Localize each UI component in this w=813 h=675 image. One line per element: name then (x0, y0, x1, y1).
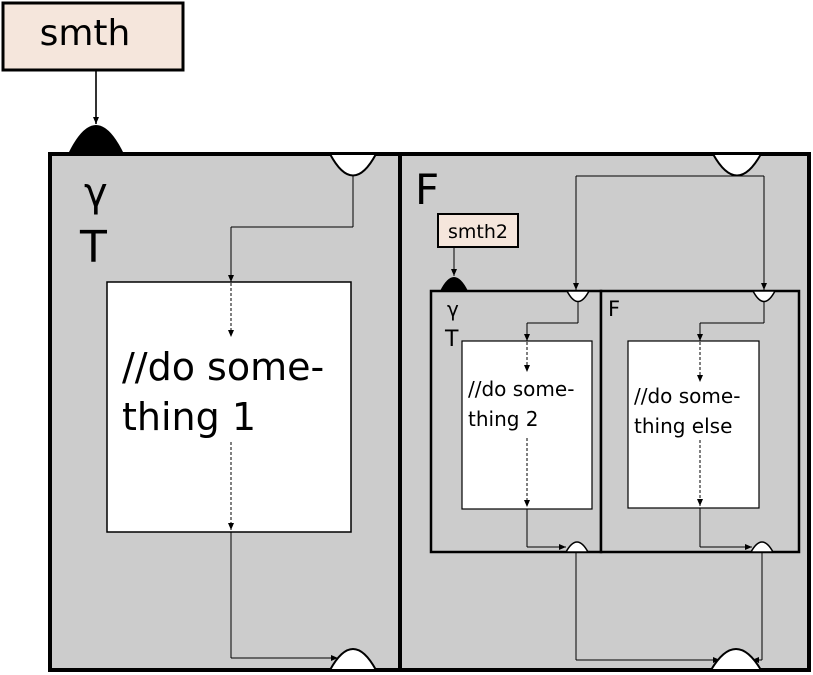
action-text-else-line: //do some- (634, 384, 740, 408)
gamma-label-inner: γ (447, 297, 459, 321)
port-out-inner-false (749, 541, 775, 553)
action-text-1: //do some- thing 1 (122, 345, 336, 439)
action-box-1 (106, 281, 352, 533)
condition-box-smth2 (437, 213, 519, 248)
true-label-outer: T (79, 222, 107, 273)
port-out-inner-true (564, 541, 590, 553)
gamma-label-outer: γ (84, 170, 108, 216)
action-box-else (627, 340, 760, 509)
action-text-2: //do some- thing 2 (468, 377, 581, 431)
action-text-2-line: //do some- (468, 377, 574, 401)
false-label-outer: F (415, 165, 439, 214)
condition-label-smth: smth (40, 13, 131, 54)
port-in-outer-true (328, 153, 378, 177)
action-text-2-line: thing 2 (468, 407, 539, 431)
condition-connector-dome-inner (440, 277, 468, 291)
action-text-else-line: thing else (634, 414, 732, 438)
port-in-inner-true (565, 290, 591, 303)
condition-connector-dome (68, 125, 124, 154)
false-label-inner: F (608, 297, 620, 321)
condition-box-smth (1, 1, 185, 72)
action-text-else: //do some- thing else (634, 384, 747, 438)
true-label-inner: T (444, 327, 459, 352)
port-in-inner-false (751, 290, 777, 303)
action-text-1-line: //do some- (122, 345, 324, 389)
port-in-outer-false (711, 153, 763, 177)
action-text-1-line: thing 1 (122, 395, 256, 439)
port-out-outer-false (709, 648, 763, 671)
port-out-outer-true (328, 648, 378, 671)
condition-label-smth2: smth2 (448, 221, 508, 243)
